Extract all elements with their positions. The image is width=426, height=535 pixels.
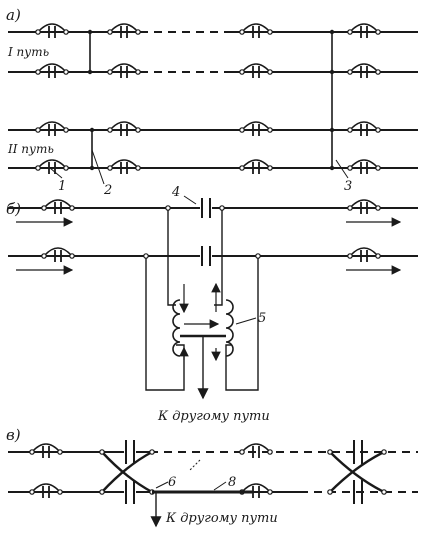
- section-label-a: а): [6, 6, 21, 24]
- leader-3: [335, 159, 349, 179]
- cross-bond-right-b: [329, 450, 385, 493]
- caption-to-other-track-v: К другому пути: [165, 511, 278, 526]
- section-b: б) 4: [6, 185, 418, 424]
- callout-8: 8: [228, 475, 236, 490]
- callout-6: 6: [168, 475, 176, 490]
- callout-4: 4: [171, 185, 180, 200]
- leader-1: [49, 167, 63, 179]
- section-v: в) К другому пути 6 8: [6, 426, 418, 528]
- cross-bond-right-a: [329, 451, 385, 494]
- section-a: а) I путь: [6, 6, 418, 198]
- cross-bond-6: [101, 451, 153, 494]
- cross-bond-6b: [101, 450, 153, 493]
- track-label-2: II путь: [7, 142, 54, 156]
- choke-transformer: [172, 282, 234, 400]
- leader-2: [91, 149, 105, 185]
- choke-leads: [143, 205, 261, 391]
- section-label-v: в): [6, 426, 21, 444]
- callout-1: 1: [58, 179, 66, 194]
- callout-3: 3: [344, 179, 352, 194]
- callout-2: 2: [103, 183, 112, 198]
- callout-5: 5: [258, 311, 266, 326]
- caption-to-other-track-b: К другому пути: [157, 409, 270, 424]
- track-label-1: I путь: [7, 45, 49, 59]
